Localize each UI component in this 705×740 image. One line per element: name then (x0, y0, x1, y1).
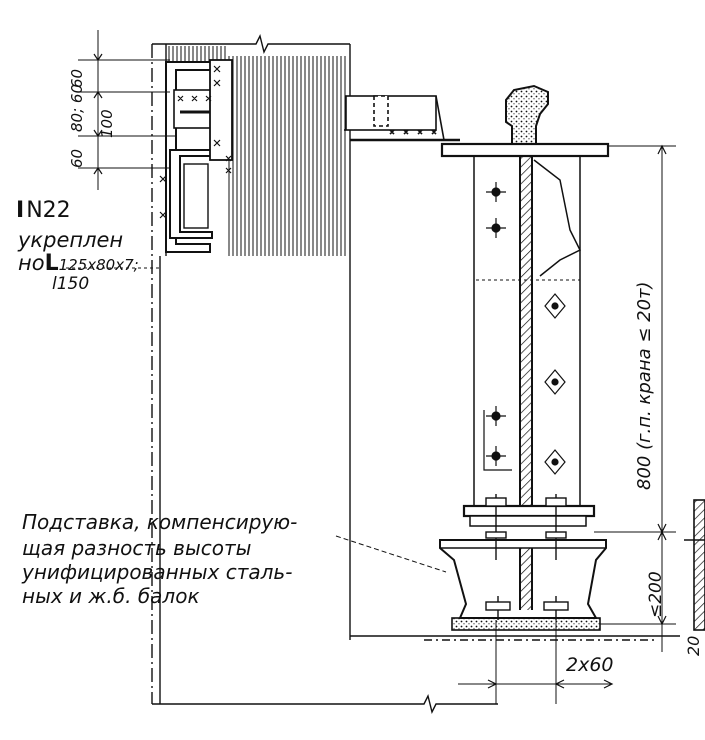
dimension-100: 100 (98, 109, 116, 138)
bolt-holes (486, 182, 566, 475)
dimension-60-bottom: 60 (68, 148, 86, 168)
column-hatched-section (168, 46, 348, 256)
support-callout-line-4: ных и ж.б. балок (22, 584, 200, 608)
ibeam-number-text: N22 (26, 198, 71, 223)
ibeam-number-label: IN22 (16, 200, 71, 222)
support-callout-line-1: Подставка, компенсирую- (22, 510, 298, 534)
ibeam-symbol-icon: I (16, 198, 25, 223)
dimension-support-height: ≤200 (646, 571, 666, 618)
support-callout-line-3: унифицированных сталь- (22, 560, 293, 584)
dimension-bolt-spacing: 2x60 (566, 654, 614, 676)
ibeam-note-prefix: но (18, 251, 45, 275)
dimension-beam-height: 800 (г.п. крана ≤ 20т) (634, 281, 655, 490)
ibeam-bracket (159, 59, 233, 253)
dimension-lines (66, 30, 676, 704)
ibeam-note-line-3: l150 (52, 274, 90, 294)
ibeam-note-line-2: ноL125x80x7; (18, 253, 139, 275)
angle-section-icon: L (44, 251, 59, 276)
dimension-base-thickness: 20 (684, 635, 703, 656)
wall-section-right (684, 499, 705, 631)
angle-section-size: 125x80x7; (58, 256, 139, 274)
rail-beam-top (344, 95, 460, 142)
ibeam-note-line-1: укреплен (18, 228, 124, 252)
dimension-80-60: 80; 60 (68, 84, 86, 132)
crane-beam (440, 84, 610, 527)
support-callout-line-2: щая разность высоты (22, 536, 252, 560)
